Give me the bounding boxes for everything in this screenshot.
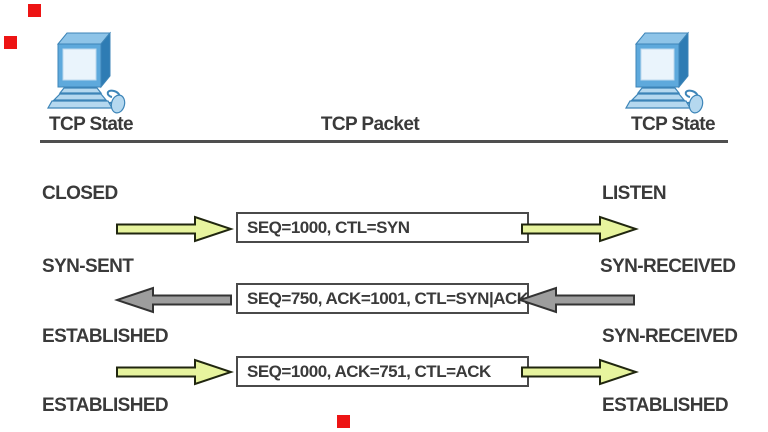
state-label-established: ESTABLISHED [42,326,169,347]
packet-box-syn-ack: SEQ=750, ACK=1001, CTL=SYN|ACK [236,283,529,314]
state-label-established: ESTABLISHED [602,395,729,416]
column-header-right-tcp-state: TCP State [631,114,716,135]
packet-box-syn: SEQ=1000, CTL=SYN [236,212,529,243]
column-header-left-tcp-state: TCP State [49,114,134,135]
reverse-arrow-icon [517,286,635,314]
red-marker [28,4,41,17]
forward-arrow-icon [116,358,234,386]
state-label-closed: CLOSED [42,183,118,204]
forward-arrow-icon [521,358,639,386]
packet-box-ack: SEQ=1000, ACK=751, CTL=ACK [236,356,529,387]
state-label-established: ESTABLISHED [42,395,169,416]
packet-text: SEQ=1000, ACK=751, CTL=ACK [247,362,491,381]
pc-icon [624,31,704,114]
state-label-syn-received: SYN-RECEIVED [600,256,736,277]
red-marker [4,36,17,49]
header-divider [40,140,728,143]
pc-icon [46,31,126,114]
forward-arrow-icon [521,215,639,243]
reverse-arrow-icon [114,286,232,314]
packet-text: SEQ=1000, CTL=SYN [247,218,410,237]
red-marker [337,415,350,428]
packet-text: SEQ=750, ACK=1001, CTL=SYN|ACK [247,289,529,308]
column-header-tcp-packet: TCP Packet [320,114,420,135]
state-label-syn-sent: SYN-SENT [42,256,134,277]
state-label-listen: LISTEN [602,183,667,204]
forward-arrow-icon [116,215,234,243]
state-label-syn-received: SYN-RECEIVED [602,326,738,347]
